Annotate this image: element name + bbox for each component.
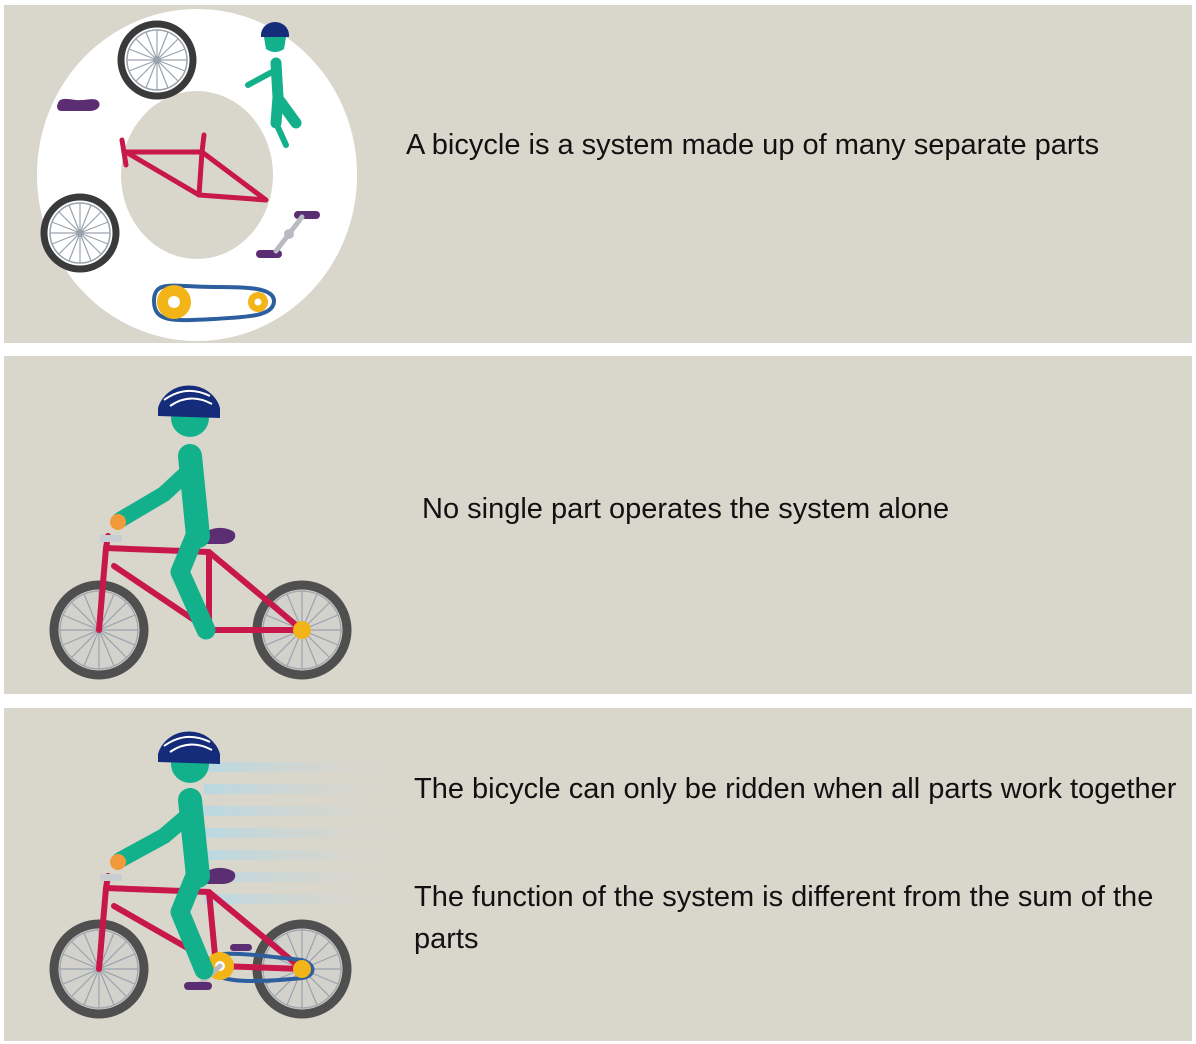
speed-lines (204, 762, 414, 904)
panel-no-single-part: No single part operates the system alone (4, 356, 1192, 694)
handlebar-icon (100, 874, 122, 881)
rider-illustration (49, 385, 352, 680)
pedal-icon (256, 211, 320, 258)
seat-icon (57, 98, 100, 111)
seat-icon (203, 867, 236, 884)
moving-rider-illustration (49, 731, 414, 1019)
wheel-icon (40, 193, 120, 273)
panel-parts-work-together: The bicycle can only be ridden when all … (4, 708, 1192, 1041)
panel-separate-parts: A bicycle is a system made up of many se… (4, 5, 1192, 343)
caption-separate-parts: A bicycle is a system made up of many se… (406, 129, 1100, 161)
caption-no-single-part: No single part operates the system alone (422, 493, 950, 525)
rider-icon (110, 731, 220, 980)
chain-icon (151, 283, 277, 323)
rider-icon (110, 385, 220, 640)
frame-icon (119, 132, 269, 203)
sprocket-icon (293, 621, 311, 639)
seat-icon (203, 527, 236, 544)
caption-parts-work-together: The bicycle can only be ridden when all … (414, 773, 1177, 805)
parts-illustration (36, 8, 358, 341)
rider-icon (245, 22, 302, 148)
wheel-icon (117, 20, 197, 100)
caption-function-differs: The function of the system is different … (414, 881, 1154, 955)
handlebar-icon (100, 535, 122, 542)
